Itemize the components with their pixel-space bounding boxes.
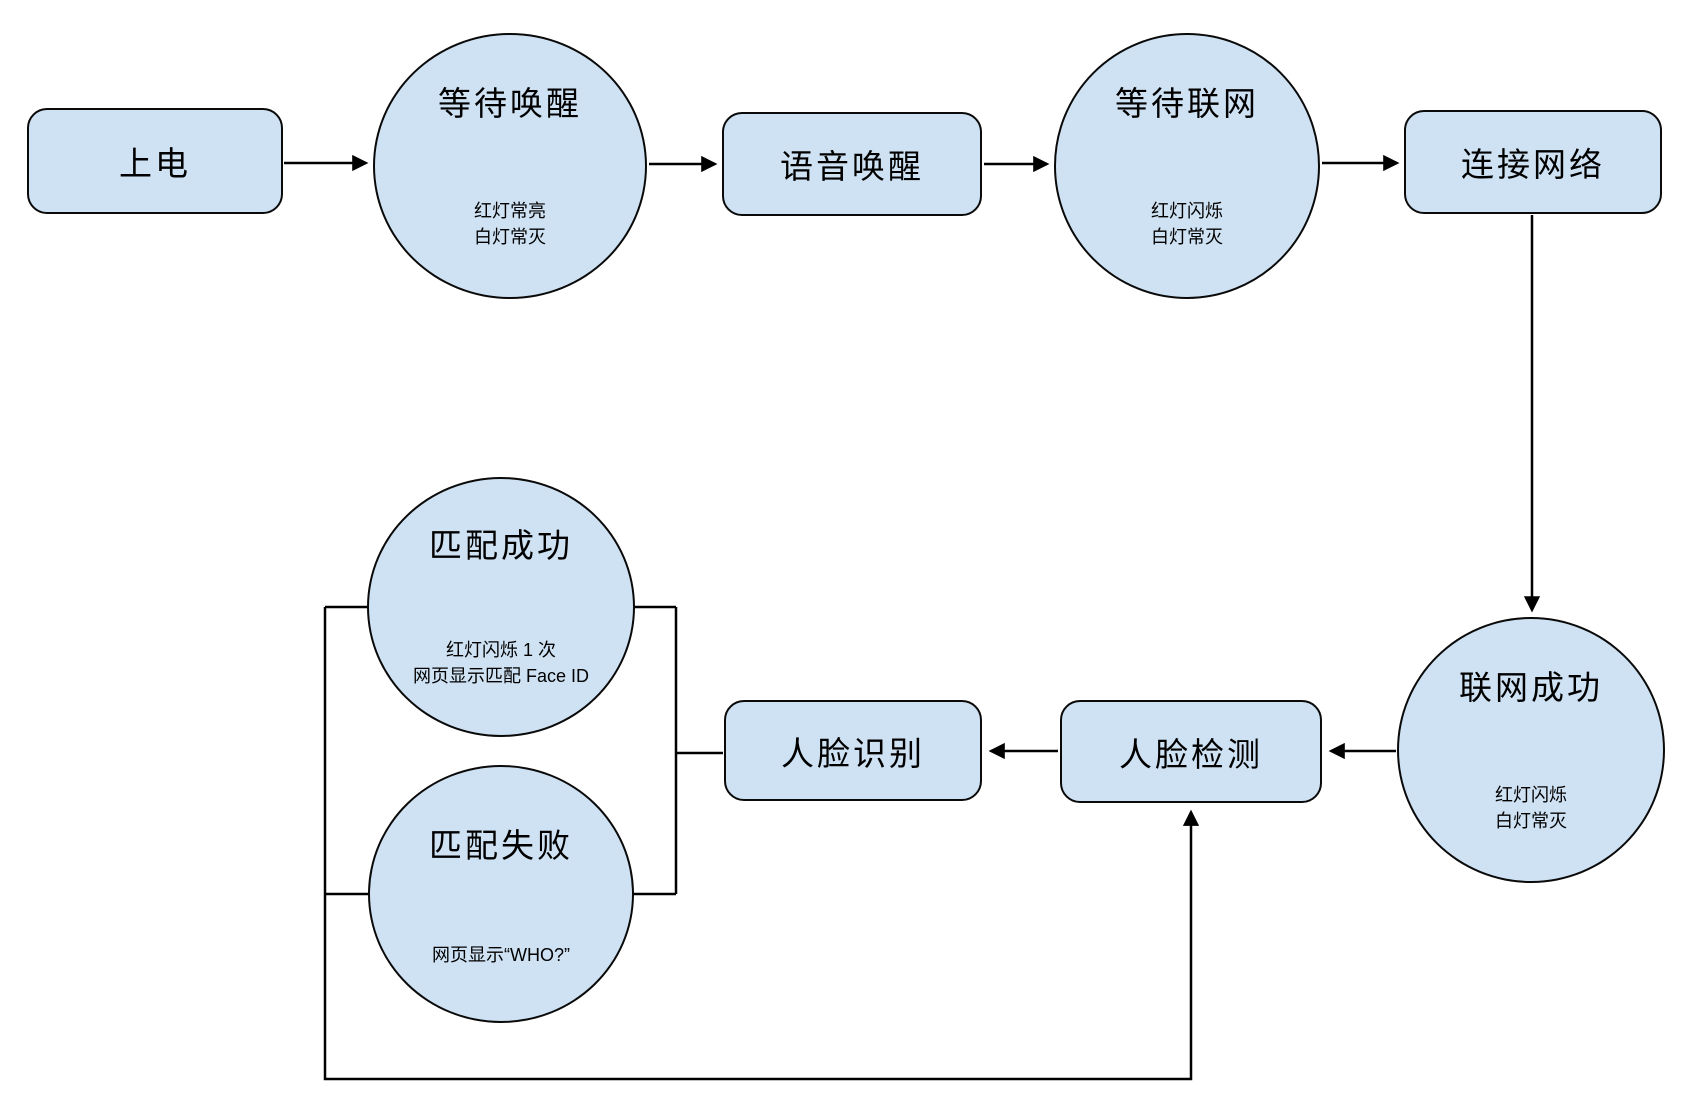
node-match-fail-notes: 网页显示“WHO?” <box>432 944 570 965</box>
node-power-on-label: 上电 <box>119 145 191 182</box>
node-wait-wake-label: 等待唤醒 <box>438 84 582 122</box>
node-wait-network-notes: 红灯闪烁 白灯常灭 <box>1151 200 1223 247</box>
node-match-fail-label: 匹配失败 <box>429 827 573 865</box>
node-voice-wake-label: 语音唤醒 <box>780 148 924 185</box>
node-wait-wake: 等待唤醒 红灯常亮 白灯常灭 <box>373 33 647 299</box>
node-connect-network: 连接网络 <box>1404 110 1662 214</box>
node-match-fail: 匹配失败 网页显示“WHO?” <box>368 765 634 1023</box>
node-face-recognize-label: 人脸识别 <box>781 734 925 772</box>
node-network-success-notes: 红灯闪烁 白灯常灭 <box>1495 784 1567 831</box>
node-network-success-label: 联网成功 <box>1459 668 1603 706</box>
node-face-detect: 人脸检测 <box>1060 700 1322 803</box>
node-match-success-notes: 红灯闪烁 1 次 网页显示匹配 Face ID <box>412 640 590 687</box>
node-power-on: 上电 <box>27 108 283 214</box>
node-face-recognize: 人脸识别 <box>724 700 982 801</box>
node-wait-network: 等待联网 红灯闪烁 白灯常灭 <box>1054 33 1320 299</box>
node-wait-wake-notes: 红灯常亮 白灯常灭 <box>474 200 546 247</box>
node-face-detect-label: 人脸检测 <box>1119 735 1263 773</box>
node-network-success: 联网成功 红灯闪烁 白灯常灭 <box>1397 617 1665 883</box>
node-connect-network-label: 连接网络 <box>1461 146 1605 183</box>
node-voice-wake: 语音唤醒 <box>722 112 982 216</box>
node-wait-network-label: 等待联网 <box>1115 84 1259 122</box>
arrow-loop-back-to-facedetect <box>323 607 1200 1081</box>
node-match-success: 匹配成功 红灯闪烁 1 次 网页显示匹配 Face ID <box>367 477 635 737</box>
node-match-success-label: 匹配成功 <box>429 527 573 564</box>
